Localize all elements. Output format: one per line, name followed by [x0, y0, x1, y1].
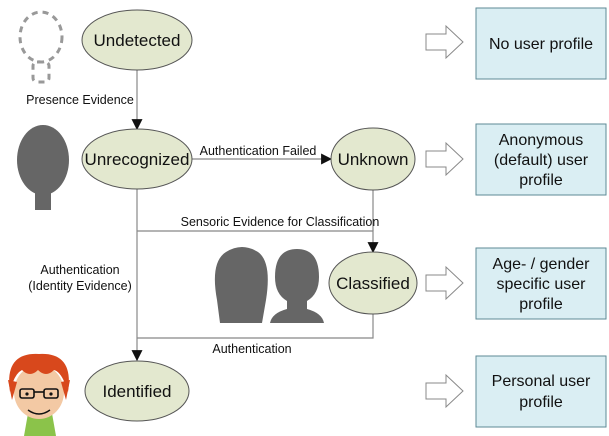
label-authentication-identity-2: (Identity Evidence)	[28, 279, 132, 293]
profile-anonymous-line-3: profile	[519, 172, 563, 189]
dashed-person-outline-icon	[18, 10, 64, 84]
profile-age-gender-line-2: specific user	[497, 276, 587, 293]
state-classified-label: Classified	[336, 274, 410, 293]
profile-anonymous-line-2: (default) user	[494, 152, 589, 169]
state-classified: Classified	[328, 251, 418, 315]
people-silhouettes-icon	[214, 247, 324, 323]
label-authentication-failed: Authentication Failed	[200, 144, 317, 158]
label-authentication: Authentication	[212, 342, 291, 356]
profile-age-gender-line-1: Age- / gender	[493, 256, 591, 273]
profile-box-age-gender: Age- / gender specific user profile	[475, 247, 607, 320]
profile-box-none: No user profile	[475, 7, 607, 80]
profile-box-personal: Personal user profile	[475, 355, 607, 428]
arrow-undetected-profile-icon	[425, 24, 464, 60]
state-identified-label: Identified	[103, 382, 172, 401]
head-silhouette-icon	[17, 125, 69, 210]
state-unknown-label: Unknown	[338, 150, 409, 169]
profile-personal-line-1: Personal user	[492, 373, 591, 390]
state-unknown: Unknown	[330, 127, 416, 191]
label-authentication-identity-1: Authentication	[40, 263, 119, 277]
edge-classified-authentication	[137, 314, 374, 339]
profile-none-line-1: No user profile	[489, 36, 593, 53]
state-unrecognized: Unrecognized	[81, 128, 193, 190]
state-unrecognized-label: Unrecognized	[85, 150, 190, 169]
state-undetected: Undetected	[81, 9, 193, 71]
state-identified: Identified	[84, 360, 190, 422]
label-presence-evidence: Presence Evidence	[26, 93, 134, 107]
label-sensoric-evidence: Sensoric Evidence for Classification	[181, 215, 380, 229]
arrow-unknown-profile-icon	[425, 141, 464, 177]
arrow-identified-profile-icon	[425, 373, 464, 409]
edge-sensoric	[137, 230, 379, 254]
profile-box-anonymous: Anonymous (default) user profile	[475, 123, 607, 196]
profile-age-gender-line-3: profile	[519, 296, 563, 313]
arrow-classified-profile-icon	[425, 265, 464, 301]
profile-personal-line-2: profile	[519, 394, 563, 411]
person-avatar-icon	[8, 353, 70, 436]
profile-anonymous-line-1: Anonymous	[499, 132, 584, 149]
state-undetected-label: Undetected	[94, 31, 181, 50]
